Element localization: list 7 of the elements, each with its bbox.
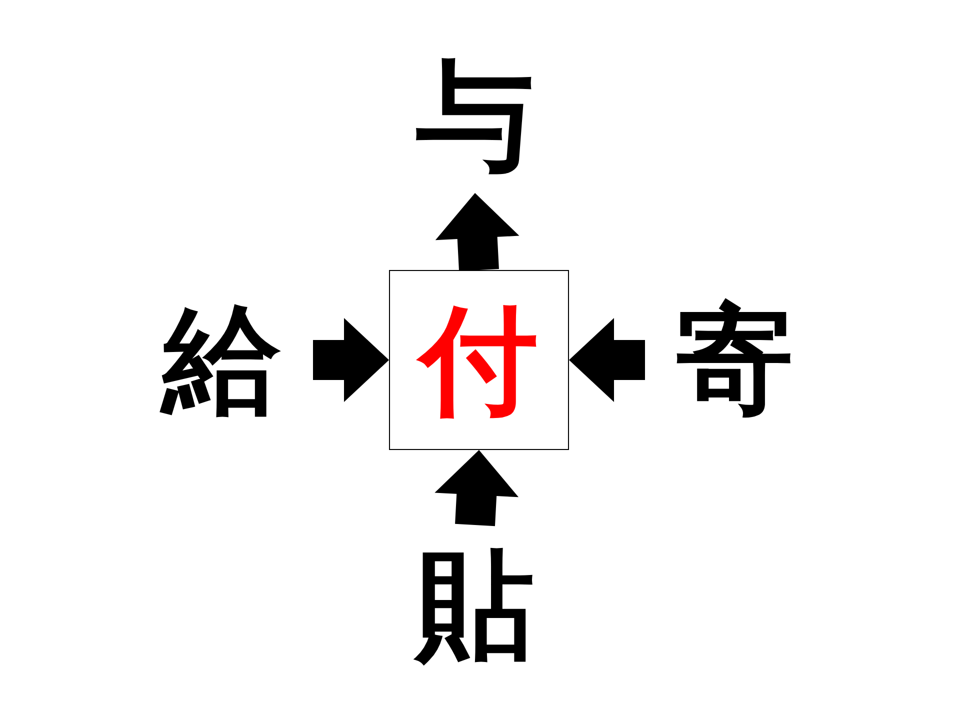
block-arrow bbox=[434, 450, 519, 526]
block-arrow bbox=[313, 318, 389, 402]
block-arrow bbox=[435, 193, 520, 272]
kanji-character: 貼 bbox=[416, 546, 534, 664]
kanji-character: 与 bbox=[416, 56, 534, 174]
square-box bbox=[389, 270, 569, 450]
block-arrow bbox=[569, 318, 645, 402]
